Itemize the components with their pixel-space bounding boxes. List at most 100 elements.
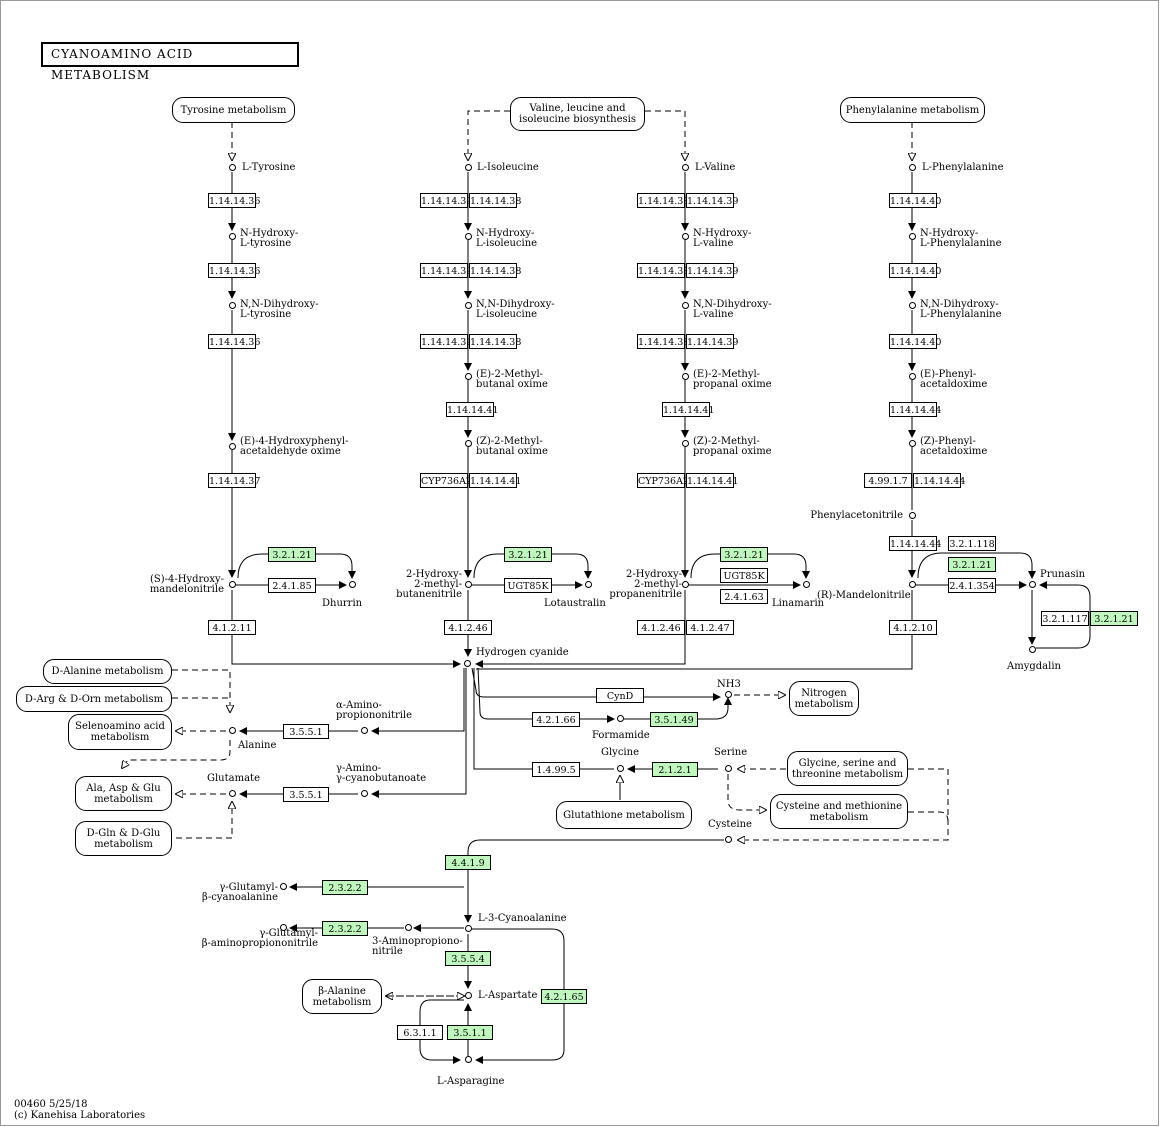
enzyme-box[interactable]: 1.14.14.36 <box>208 334 260 349</box>
enzyme-box[interactable]: 3.2.1.21 <box>268 547 316 562</box>
compound-node[interactable] <box>617 765 624 772</box>
compound-nn-dihydroxy-phenylalanine[interactable]: N,N-Dihydroxy- L-Phenylalanine <box>920 299 1002 320</box>
enzyme-box[interactable]: 1.14.14.36 <box>208 193 260 208</box>
compound-node[interactable] <box>465 373 472 380</box>
enzyme-box[interactable]: 2.4.1.354 <box>948 578 996 593</box>
enzyme-box[interactable]: 1.14.14.44 <box>889 402 941 417</box>
compound-node[interactable] <box>682 233 689 240</box>
enzyme-box[interactable]: 3.5.5.1 <box>283 787 329 802</box>
compound-l-phenylalanine[interactable]: L-Phenylalanine <box>922 162 1004 173</box>
enzyme-box[interactable]: 1.14.14.39 <box>420 263 472 278</box>
compound-node[interactable] <box>682 164 689 171</box>
compound-node[interactable] <box>725 765 732 772</box>
compound-l-valine[interactable]: L-Valine <box>695 162 736 173</box>
compound-n-hydroxy-tyrosine[interactable]: N-Hydroxy- L-tyrosine <box>240 228 299 249</box>
compound-node[interactable] <box>229 443 236 450</box>
compound-node[interactable] <box>229 727 236 734</box>
compound-phenylacetonitrile[interactable]: Phenylacetonitrile <box>810 510 903 521</box>
enzyme-box[interactable]: 2.1.2.1 <box>652 762 698 777</box>
compound-gamma-glutamyl-cyanoalanine[interactable]: γ-Glutamyl- β-cyanoalanine <box>202 882 278 903</box>
compound-dhurrin[interactable]: Dhurrin <box>322 598 363 609</box>
compound-node[interactable] <box>229 302 236 309</box>
compound-z2-methylpropanal-oxime[interactable]: (Z)-2-Methyl- propanal oxime <box>693 436 772 457</box>
compound-node[interactable] <box>229 790 236 797</box>
enzyme-box[interactable]: 2.4.1.85 <box>268 578 316 593</box>
compound-nn-dihydroxy-isoleucine[interactable]: N,N-Dihydroxy- L-isoleucine <box>476 299 555 320</box>
compound-n-hydroxy-valine[interactable]: N-Hydroxy- L-valine <box>693 228 752 249</box>
compound-node[interactable] <box>682 373 689 380</box>
compound-z-phenylacetaldoxime[interactable]: (Z)-Phenyl- acetaldoxime <box>920 436 988 457</box>
compound-serine[interactable]: Serine <box>714 747 748 758</box>
compound-glutamate[interactable]: Glutamate <box>207 773 260 784</box>
compound-linamarin[interactable]: Linamarin <box>772 598 825 609</box>
enzyme-box[interactable]: 3.5.5.1 <box>283 724 329 739</box>
compound-formamide[interactable]: Formamide <box>592 730 650 741</box>
enzyme-box[interactable]: 3.5.1.1 <box>447 1025 493 1040</box>
compound-3-aminopropiononitrile[interactable]: 3-Aminopropiono- nitrile <box>372 936 463 957</box>
enzyme-box[interactable]: 1.4.99.5 <box>532 762 580 777</box>
enzyme-box[interactable]: 2.3.2.2 <box>322 921 368 936</box>
compound-z2-methylbutanal-oxime[interactable]: (Z)-2-Methyl- butanal oxime <box>476 436 548 457</box>
compound-node[interactable] <box>682 581 689 588</box>
enzyme-box[interactable]: 4.1.2.10 <box>889 620 937 635</box>
pathway-beta-alanine-link[interactable]: β-Alanine metabolism <box>302 979 382 1014</box>
compound-amygdalin[interactable]: Amygdalin <box>1007 661 1061 672</box>
pathway-d-alanine-link[interactable]: D-Alanine metabolism <box>43 659 172 684</box>
enzyme-box[interactable]: 3.2.1.21 <box>948 557 996 572</box>
pathway-d-arg-link[interactable]: D-Arg & D-Orn metabolism <box>16 686 172 712</box>
enzyme-box[interactable]: 4.1.2.11 <box>208 620 256 635</box>
compound-e2-methylpropanal-oxime[interactable]: (E)-2-Methyl- propanal oxime <box>693 369 772 390</box>
pathway-cys-met-link[interactable]: Cysteine and methionine metabolism <box>770 794 908 829</box>
compound-node[interactable] <box>464 660 471 667</box>
compound-n-hydroxy-phenylalanine[interactable]: N-Hydroxy- L-Phenylalanine <box>920 228 1002 249</box>
enzyme-box[interactable]: 1.14.14.37 <box>208 473 260 488</box>
compound-l-tyrosine[interactable]: L-Tyrosine <box>242 162 296 173</box>
enzyme-box[interactable]: 4.2.1.66 <box>532 712 580 727</box>
enzyme-box[interactable]: 1.14.14.44 <box>889 536 941 551</box>
enzyme-box[interactable]: CYP736A2 <box>420 473 472 488</box>
enzyme-box[interactable]: 3.2.1.21 <box>1090 611 1138 626</box>
compound-node[interactable] <box>617 715 624 722</box>
enzyme-box[interactable]: 1.14.14.40 <box>889 334 941 349</box>
enzyme-box[interactable]: 1.14.14.40 <box>889 263 941 278</box>
compound-nn-dihydroxy-tyrosine[interactable]: N,N-Dihydroxy- L-tyrosine <box>240 299 319 320</box>
enzyme-box[interactable]: 1.14.14.39 <box>686 263 738 278</box>
compound-s4-hydroxymandelonitrile[interactable]: (S)-4-Hydroxy- mandelonitrile <box>149 574 224 595</box>
compound-prunasin[interactable]: Prunasin <box>1040 569 1086 580</box>
compound-node[interactable] <box>465 164 472 171</box>
compound-l-aspartate[interactable]: L-Aspartate <box>478 990 538 1001</box>
pathway-glutathione-link[interactable]: Glutathione metabolism <box>556 801 692 829</box>
enzyme-box[interactable]: 1.14.14.38 <box>469 193 521 208</box>
enzyme-box[interactable]: 1.14.14.38 <box>637 263 689 278</box>
pathway-ala-asp-glu-link[interactable]: Ala, Asp & Glu metabolism <box>75 776 172 811</box>
enzyme-box[interactable]: 3.2.1.117 <box>1041 611 1089 626</box>
enzyme-box[interactable]: 3.5.5.4 <box>445 951 491 966</box>
enzyme-box[interactable]: 1.14.14.39 <box>686 334 738 349</box>
compound-node[interactable] <box>803 581 810 588</box>
compound-node[interactable] <box>585 581 592 588</box>
compound-node[interactable] <box>465 233 472 240</box>
compound-n-hydroxy-isoleucine[interactable]: N-Hydroxy- L-isoleucine <box>476 228 538 249</box>
compound-node[interactable] <box>1029 646 1036 653</box>
enzyme-box[interactable]: UGT85K <box>720 568 768 583</box>
compound-node[interactable] <box>465 992 472 999</box>
compound-cysteine[interactable]: Cysteine <box>708 819 752 830</box>
enzyme-box[interactable]: 1.14.14.41 <box>469 473 521 488</box>
enzyme-box[interactable]: 4.2.1.65 <box>541 989 587 1004</box>
compound-r-mandelonitrile[interactable]: (R)-Mandelonitrile <box>817 590 911 601</box>
enzyme-box[interactable]: 3.2.1.118 <box>948 536 996 551</box>
compound-nn-dihydroxy-valine[interactable]: N,N-Dihydroxy- L-valine <box>693 299 772 320</box>
enzyme-box[interactable]: 2.4.1.63 <box>720 589 768 604</box>
compound-node[interactable] <box>280 883 287 890</box>
pathway-tyrosine-link[interactable]: Tyrosine metabolism <box>172 97 295 123</box>
compound-node[interactable] <box>909 233 916 240</box>
enzyme-box[interactable]: 1.14.14.39 <box>420 193 472 208</box>
enzyme-box[interactable]: CYP736A2 <box>637 473 689 488</box>
enzyme-box[interactable]: 1.14.14.38 <box>637 334 689 349</box>
enzyme-box[interactable]: 3.2.1.21 <box>720 547 768 562</box>
compound-alpha-aminopropiononitrile[interactable]: α-Amino- propiononitrile <box>336 700 413 721</box>
compound-alanine[interactable]: Alanine <box>238 740 277 751</box>
enzyme-box[interactable]: 4.1.2.46 <box>444 620 492 635</box>
compound-lotaustralin[interactable]: Lotaustralin <box>544 598 606 609</box>
compound-node[interactable] <box>280 924 287 931</box>
